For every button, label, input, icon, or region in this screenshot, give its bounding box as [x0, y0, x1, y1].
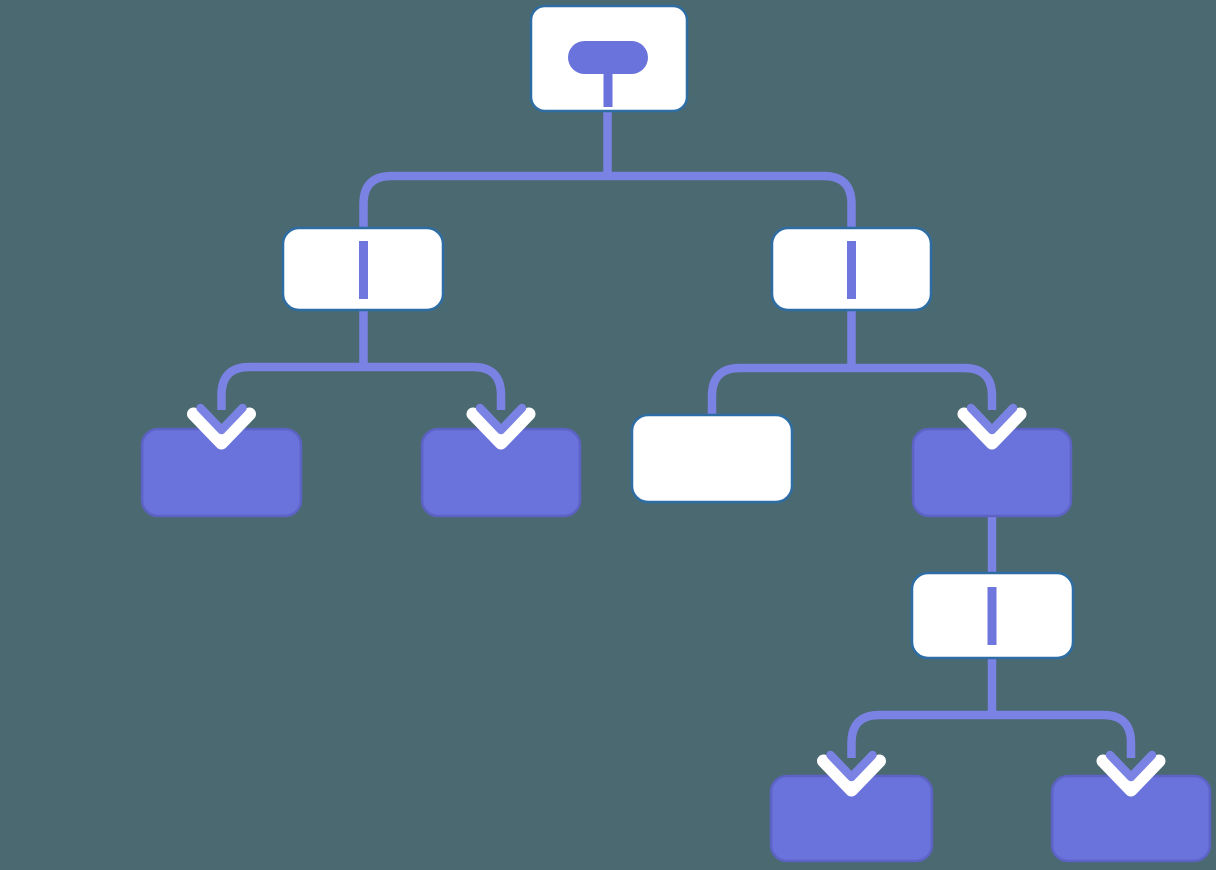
node-right-collapsed[interactable]: [911, 403, 1073, 518]
taproot-stem: [603, 70, 613, 107]
connector-branch-right-children: [707, 363, 997, 415]
divider-line-icon: [847, 241, 856, 299]
divider-line-icon: [359, 241, 368, 299]
taproot-icon: [568, 41, 648, 107]
collapse-chevron-icon[interactable]: [1096, 750, 1166, 797]
node-leaf-left-2[interactable]: [420, 403, 582, 518]
collapse-chevron-icon[interactable]: [957, 403, 1027, 450]
collapse-chevron-icon[interactable]: [187, 403, 256, 450]
collapse-chevron-icon[interactable]: [817, 750, 886, 797]
node-leaf-sub-1[interactable]: [769, 750, 934, 863]
node-right-empty[interactable]: [630, 413, 794, 504]
node-root[interactable]: [529, 4, 689, 113]
connector-branch-sub-children: [847, 710, 1136, 758]
node-leaf-sub-2[interactable]: [1050, 750, 1212, 863]
connector-layer: [217, 109, 1136, 758]
node-branch-left[interactable]: [281, 226, 445, 312]
node-branch-sub[interactable]: [910, 571, 1075, 660]
node-right-empty-box[interactable]: [630, 413, 794, 504]
taproot-capsule: [568, 41, 648, 74]
connector-root-branches: [359, 171, 856, 228]
node-branch-right[interactable]: [770, 226, 933, 312]
divider-line-icon: [987, 587, 997, 645]
node-leaf-left-1[interactable]: [140, 403, 303, 518]
collapse-chevron-icon[interactable]: [466, 403, 536, 450]
connector-branch-left-children: [217, 362, 506, 410]
